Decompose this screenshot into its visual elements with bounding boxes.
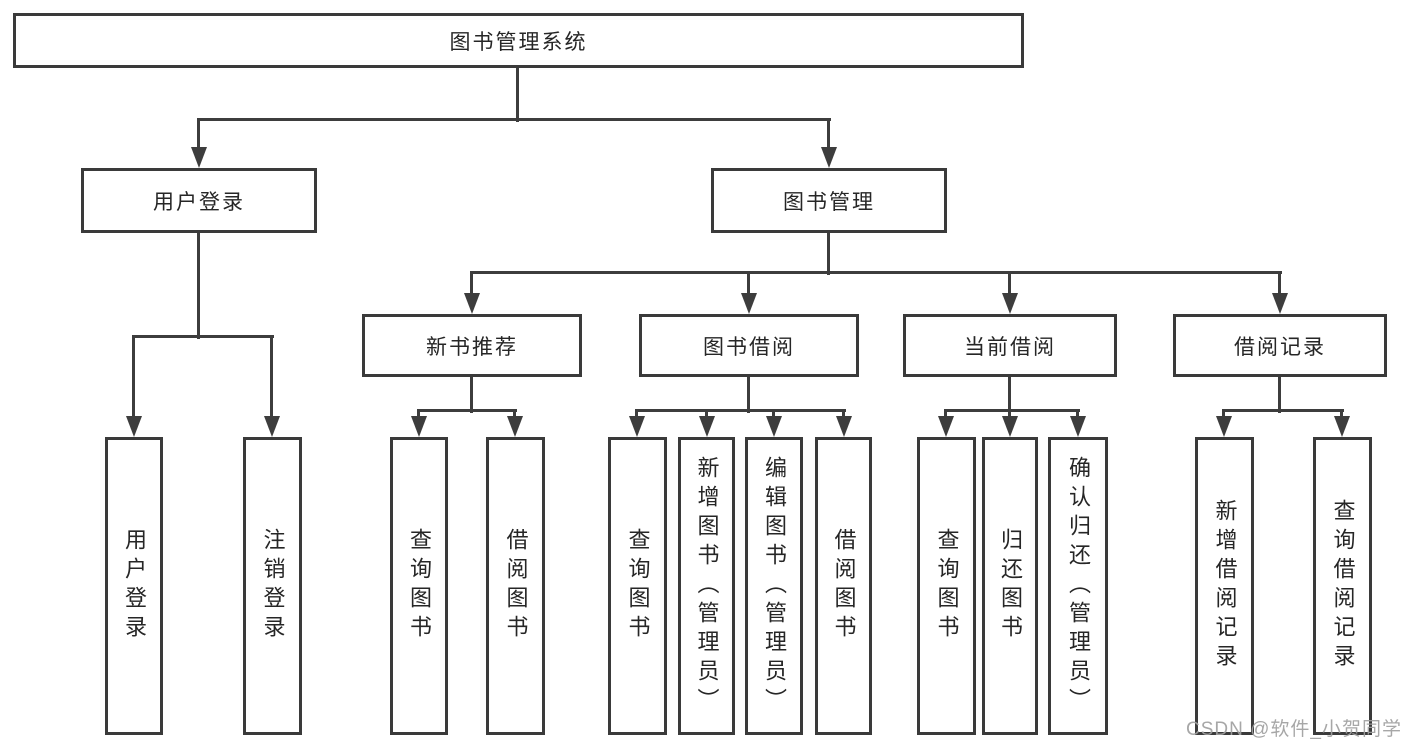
- connector-vline: [747, 272, 750, 298]
- connector-vline: [1222, 410, 1225, 420]
- node-label: 注销登录: [260, 528, 286, 644]
- node-user-login: 用户登录: [81, 168, 317, 233]
- leaf-user-login: 用户登录: [105, 437, 163, 735]
- arrowhead-down-icon: [464, 293, 480, 314]
- node-label: 查询图书: [625, 528, 651, 644]
- csdn-watermark: CSDN @软件_小贺同学: [1186, 719, 1402, 740]
- connector-vline: [842, 410, 845, 420]
- node-current-borrowing: 当前借阅: [903, 314, 1117, 377]
- connector-vline: [1340, 410, 1343, 420]
- connector-vline: [1278, 377, 1281, 413]
- leaf-add-borrow-record: 新增借阅记录: [1195, 437, 1254, 735]
- leaf-borrow-books: 借阅图书: [815, 437, 872, 735]
- arrowhead-down-icon: [1002, 293, 1018, 314]
- node-label: 查询图书: [407, 528, 432, 644]
- connector-vline: [1008, 410, 1011, 420]
- leaf-add-books-admin: 新增图书（管理员）: [678, 437, 735, 735]
- node-label: 当前借阅: [964, 335, 1056, 359]
- connector-vline: [132, 336, 135, 420]
- connector-vline: [1076, 410, 1079, 420]
- node-label: 图书管理: [783, 190, 875, 214]
- node-label: 借阅图书: [503, 528, 529, 644]
- arrowhead-down-icon: [1334, 416, 1350, 437]
- node-label: 查询借阅记录: [1330, 499, 1356, 673]
- arrowhead-down-icon: [411, 416, 427, 437]
- arrowhead-down-icon: [938, 416, 954, 437]
- node-label: 新增借阅记录: [1212, 499, 1238, 673]
- node-label: 归还图书: [998, 528, 1023, 644]
- node-label: 借阅记录: [1234, 335, 1326, 359]
- node-label: 图书管理系统: [449, 30, 588, 54]
- node-label: 确认归还（管理员）: [1066, 455, 1091, 717]
- connector-vline: [827, 119, 830, 151]
- leaf-query-books-recommend: 查询图书: [390, 437, 448, 735]
- arrowhead-down-icon: [699, 416, 715, 437]
- arrowhead-down-icon: [191, 147, 207, 168]
- node-label: 编辑图书（管理员）: [762, 455, 787, 717]
- arrowhead-down-icon: [766, 416, 782, 437]
- node-library-management-system: 图书管理系统: [13, 13, 1024, 68]
- arrowhead-down-icon: [1216, 416, 1232, 437]
- arrowhead-down-icon: [1272, 293, 1288, 314]
- connector-hline: [470, 271, 1282, 274]
- node-label: 新书推荐: [426, 335, 518, 359]
- connector-vline: [417, 410, 420, 420]
- connector-vline: [772, 410, 775, 420]
- leaf-query-books-current: 查询图书: [917, 437, 976, 735]
- node-label: 用户登录: [122, 528, 147, 644]
- node-new-book-recommendation: 新书推荐: [362, 314, 582, 377]
- connector-vline: [197, 233, 200, 339]
- arrowhead-down-icon: [264, 416, 280, 437]
- connector-vline: [705, 410, 708, 420]
- leaf-borrow-books-recommend: 借阅图书: [486, 437, 545, 735]
- leaf-return-books: 归还图书: [982, 437, 1038, 735]
- arrowhead-down-icon: [1002, 416, 1018, 437]
- node-borrowing-records: 借阅记录: [1173, 314, 1387, 377]
- arrowhead-down-icon: [126, 416, 142, 437]
- node-label: 用户登录: [153, 190, 245, 214]
- arrowhead-down-icon: [507, 416, 523, 437]
- connector-hline: [132, 335, 274, 338]
- connector-vline: [470, 377, 473, 413]
- node-book-management: 图书管理: [711, 168, 947, 233]
- node-label: 借阅图书: [831, 528, 857, 644]
- arrowhead-down-icon: [629, 416, 645, 437]
- connector-vline: [1008, 272, 1011, 298]
- connector-vline: [470, 272, 473, 298]
- node-label: 查询图书: [934, 528, 960, 644]
- node-label: 新增图书（管理员）: [694, 455, 720, 717]
- connector-hline: [197, 118, 831, 121]
- leaf-edit-books-admin: 编辑图书（管理员）: [745, 437, 803, 735]
- arrowhead-down-icon: [836, 416, 852, 437]
- connector-vline: [513, 410, 516, 420]
- arrowhead-down-icon: [741, 293, 757, 314]
- leaf-confirm-return-admin: 确认归还（管理员）: [1048, 437, 1108, 735]
- connector-vline: [516, 68, 519, 122]
- node-book-borrowing: 图书借阅: [639, 314, 859, 377]
- connector-hline: [635, 409, 846, 412]
- connector-vline: [635, 410, 638, 420]
- connector-vline: [747, 377, 750, 413]
- connector-vline: [827, 233, 830, 275]
- connector-vline: [944, 410, 947, 420]
- leaf-query-borrow-record: 查询借阅记录: [1313, 437, 1372, 735]
- arrowhead-down-icon: [821, 147, 837, 168]
- node-label: 图书借阅: [703, 335, 795, 359]
- connector-hline: [1222, 409, 1344, 412]
- arrowhead-down-icon: [1070, 416, 1086, 437]
- connector-vline: [1278, 272, 1281, 298]
- connector-vline: [197, 119, 200, 151]
- connector-vline: [1008, 377, 1011, 413]
- leaf-logout: 注销登录: [243, 437, 302, 735]
- connector-vline: [270, 336, 273, 420]
- connector-hline: [417, 409, 517, 412]
- connector-hline: [944, 409, 1080, 412]
- leaf-query-books-borrow: 查询图书: [608, 437, 667, 735]
